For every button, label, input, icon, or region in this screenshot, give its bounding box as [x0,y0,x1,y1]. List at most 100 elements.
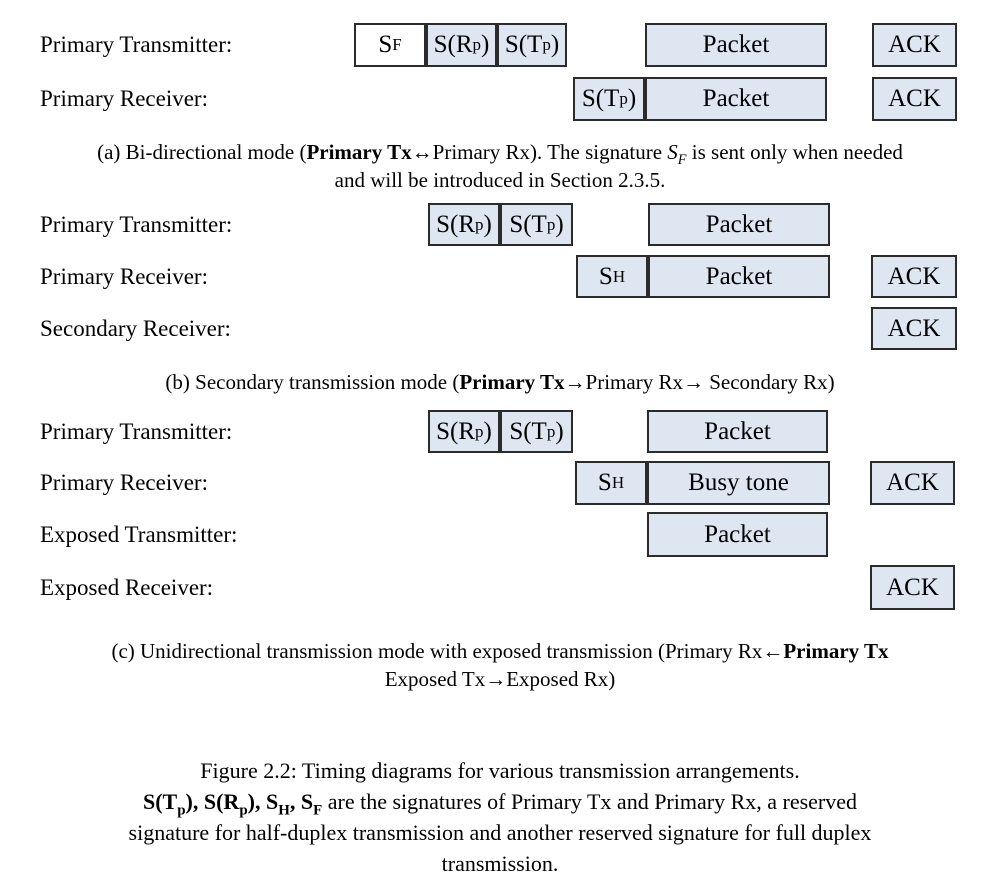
row-label-b-1: Primary Receiver: [40,263,208,289]
text-segment: ) [555,210,564,238]
caption-line: Exposed Tx→Exposed Rx) [0,665,1000,693]
text-segment: ) [555,417,564,445]
subscript: p [239,802,248,819]
text-segment: S(T [142,789,178,814]
text-segment: S(T [509,417,547,445]
text-segment: Packet [702,31,770,58]
caption-line: (c) Unidirectional transmission mode wit… [0,637,1000,665]
ack-box: ACK [871,255,957,298]
row-label-c-1: Primary Receiver: [40,470,208,495]
figure-caption-line: S(Tp), S(Rp), SH, SF are the signatures … [0,786,1000,819]
ack-box: ACK [871,307,957,350]
text-segment: →Primary Rx→ Secondary Rx) [564,370,835,394]
text-segment: S(T [504,31,543,58]
text-segment: ACK [888,85,941,112]
text-segment: S(T [581,85,620,112]
row-label-a-0: Primary Transmitter: [40,32,233,57]
text-segment: Exposed Tx→Exposed Rx) [384,667,616,691]
text-segment: transmission. [441,851,559,876]
subscript: H [278,802,290,819]
text-segment: is sent only when needed [686,140,903,164]
text-segment: ↔Primary Rx). The signature [411,140,668,164]
text-segment: Packet [704,520,771,548]
text-segment: Busy tone [688,469,789,496]
text-segment: ) [627,85,637,112]
subscript: F [313,802,323,819]
text-segment: Primary Tx [306,140,412,164]
row-label-c-0: Primary Transmitter: [40,418,233,444]
text-segment: (a) Bi-directional mode ( [97,140,307,164]
ack-box: ACK [870,565,955,610]
text-segment: S [597,469,612,496]
text-segment: , S [289,789,314,814]
row-label-b-0: Primary Transmitter: [40,211,233,237]
text-segment: S [598,262,613,290]
packet-box: Packet [645,23,827,67]
text-segment: are the signatures of Primary Tx and Pri… [322,789,858,814]
text-segment: ACK [886,573,939,601]
text-segment: and will be introduced in Section 2.3.5. [334,168,666,192]
text-segment: S(R [436,417,476,445]
text-segment: ) [483,210,492,238]
packet-box: Packet [648,255,830,298]
text-segment: (b) Secondary transmission mode ( [165,370,460,394]
caption-line: (b) Secondary transmission mode (Primary… [0,368,1000,396]
text-segment: Packet [704,417,771,445]
subfigure-caption-b: (b) Secondary transmission mode (Primary… [0,368,1000,396]
text-segment: Primary Tx [783,639,889,663]
packet-box: Packet [647,410,828,453]
text-segment: Figure 2.2: Timing diagrams for various … [200,758,800,783]
caption-line: (a) Bi-directional mode (Primary Tx↔Prim… [0,138,1000,169]
subfigure-caption-a: (a) Bi-directional mode (Primary Tx↔Prim… [0,138,1000,194]
text-segment: S [378,31,393,58]
row-label-a-1: Primary Receiver: [40,86,208,111]
figure-caption: Figure 2.2: Timing diagrams for various … [0,755,1000,879]
subfigure-caption-c: (c) Unidirectional transmission mode wit… [0,637,1000,693]
text-segment: S(R [433,31,473,58]
text-segment: Primary Tx [459,370,565,394]
row-label-c-2: Exposed Transmitter: [40,521,238,547]
text-segment: ), S [247,789,279,814]
ack-box: ACK [872,23,957,67]
figure-caption-line: transmission. [0,848,1000,879]
ack-box: ACK [872,77,957,121]
text-segment: ), S(R [185,789,240,814]
text-segment: Packet [705,210,773,238]
row-label-b-2: Secondary Receiver: [40,315,231,341]
text-segment: ACK [888,31,941,58]
text-segment: ACK [887,314,941,342]
packet-box: Packet [647,512,828,557]
packet-box: Packet [645,77,827,121]
subscript: F [677,152,687,169]
caption-line: and will be introduced in Section 2.3.5. [0,166,1000,194]
text-segment: S [667,140,678,164]
text-segment: ACK [887,262,941,290]
busy-tone-box: Busy tone [647,461,830,505]
text-segment: S(R [436,210,476,238]
text-segment: ) [483,417,492,445]
text-segment: ACK [886,469,939,496]
text-segment: Packet [705,262,773,290]
text-segment: S(T [509,210,547,238]
text-segment: signature for half-duplex transmission a… [128,820,872,845]
text-segment: ) [481,31,490,58]
text-segment: (c) Unidirectional transmission mode wit… [111,639,784,663]
ack-box: ACK [870,461,955,505]
figure-caption-line: signature for half-duplex transmission a… [0,817,1000,848]
subscript: p [177,802,186,819]
text-segment: ) [550,31,560,58]
row-label-c-3: Exposed Receiver: [40,574,214,600]
figure-caption-line: Figure 2.2: Timing diagrams for various … [0,755,1000,786]
text-segment: Packet [702,85,770,112]
